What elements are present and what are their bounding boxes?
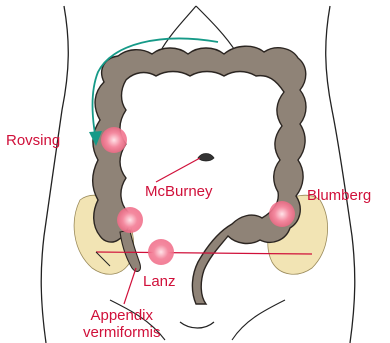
navel-icon	[198, 154, 214, 162]
appendix-label-line2: vermiformis	[83, 324, 161, 341]
rovsing-point	[101, 127, 127, 153]
rib-line	[160, 6, 236, 52]
torso-outline	[41, 6, 68, 343]
lanz-point	[148, 239, 174, 265]
mcburney-point	[117, 207, 143, 233]
mcburney-label: McBurney	[145, 183, 213, 200]
appendix-label-line1: Appendix	[83, 307, 161, 324]
blumberg-point	[269, 201, 295, 227]
rovsing-label: Rovsing	[6, 132, 60, 149]
appendix-leader	[124, 268, 136, 304]
lanz-label: Lanz	[143, 273, 176, 290]
thigh-line-right	[232, 300, 285, 340]
appendix-vermiformis-label: Appendix vermiformis	[83, 307, 161, 341]
torso-outline-right	[326, 6, 355, 343]
mcburney-leader	[156, 158, 200, 182]
blumberg-label: Blumberg	[307, 187, 371, 204]
groin-line	[180, 322, 214, 328]
